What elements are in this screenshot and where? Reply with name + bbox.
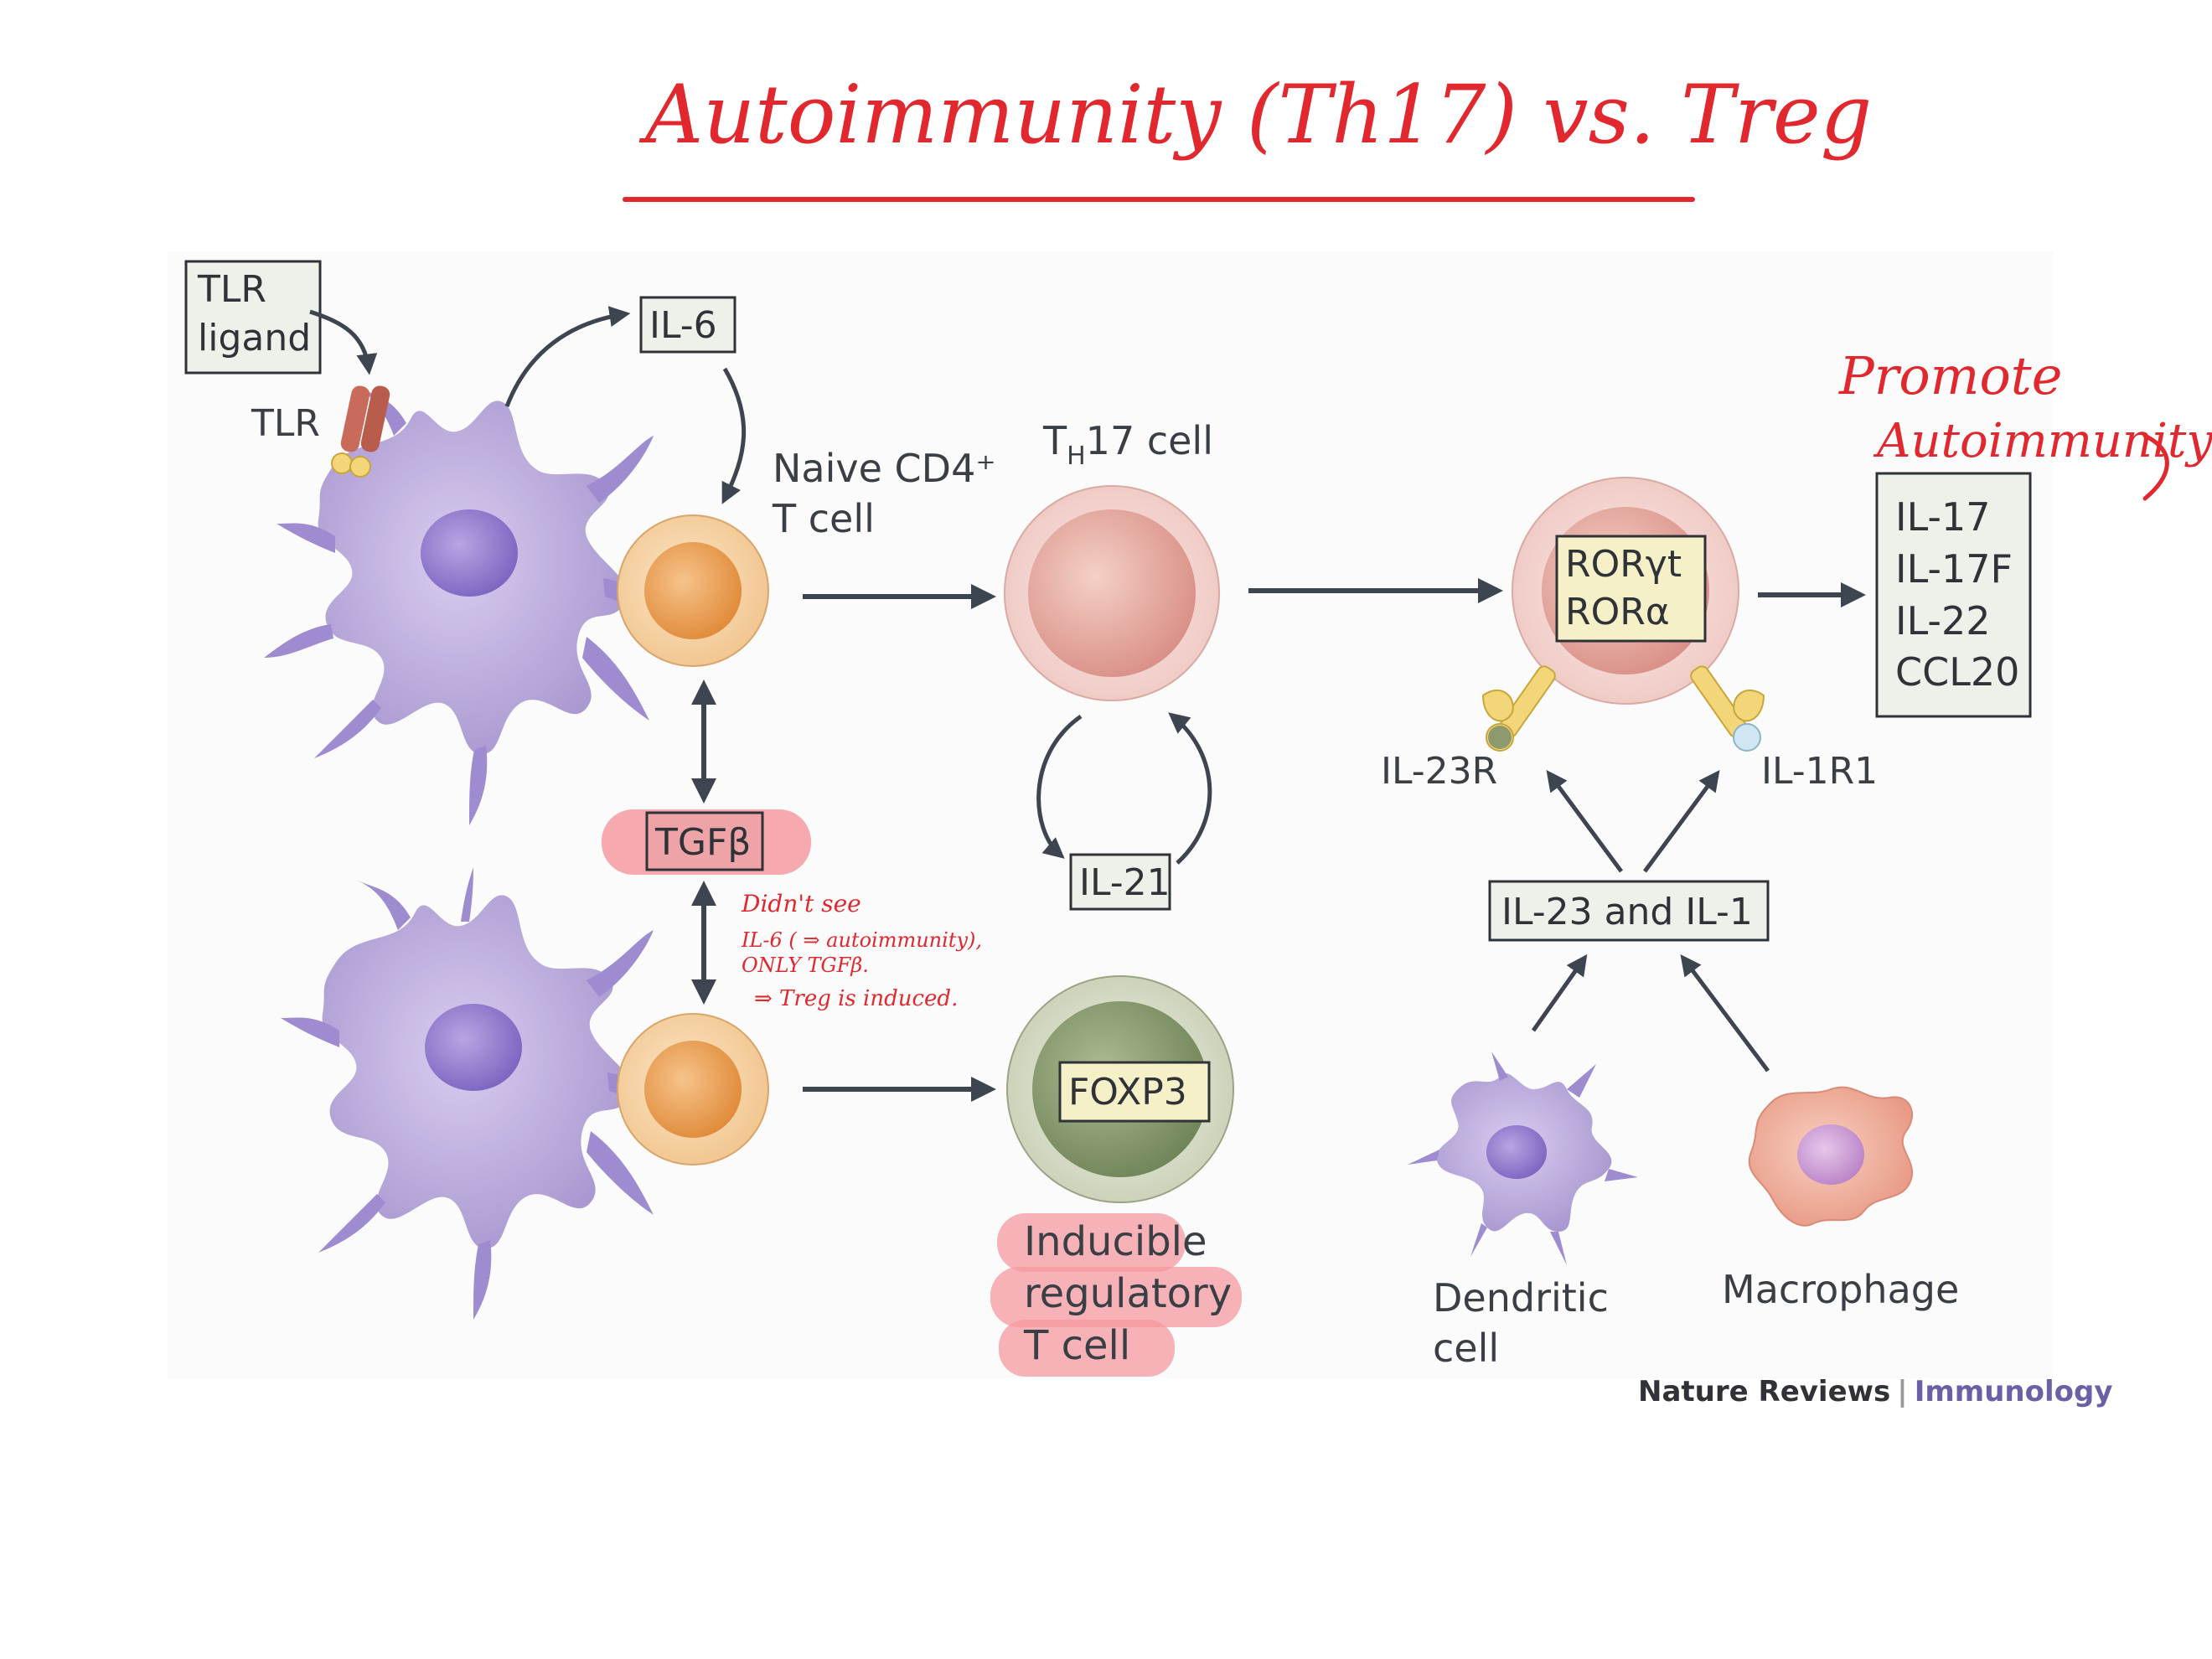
itreg-highlight-2 [990,1267,1242,1327]
th17-label: TH17 cell [1042,418,1213,471]
il23r-receptor [1481,665,1556,752]
arrow-ligand-to-tlr [309,309,378,375]
il21-box [1069,853,1171,911]
macrophage-label: Macrophage [1722,1267,1959,1312]
itreg-highlight-1 [997,1213,1186,1272]
arrow-il21-to-th17 [1168,712,1212,865]
outputs-box [1875,472,2032,718]
naive-t-cell-bottom [617,1013,769,1165]
tgfb-label: TGFβ [654,821,751,864]
note-line3: ONLY TGFβ. [742,954,869,977]
arrow-il6-to-naive [721,367,747,504]
output-ccl20: CCL20 [1895,649,2019,695]
dendritic-cell-small [1408,1052,1638,1265]
dendritic-cell-label-line2: cell [1433,1326,1499,1371]
promote-annotation-line1: Promote [1838,345,2062,406]
journal-credit: Nature Reviews|Immunology [1638,1375,2113,1408]
il6-label: IL-6 [649,304,717,347]
tlr-ligand-box [184,260,322,375]
th17-cell [1004,485,1220,701]
itreg-label-line1: Inducible [1024,1218,1207,1265]
foxp3-label: FOXP3 [1068,1071,1187,1114]
output-il17f: IL-17F [1895,546,2013,592]
arrow-il1-to-il1r1 [1642,769,1720,873]
naive-t-cell-label-line2: T cell [772,496,875,541]
arrow-th17-to-il21 [1036,714,1083,859]
il23-il1-box [1488,880,1770,942]
promote-annotation-stroke [2142,433,2169,501]
il1r1-label: IL-1R1 [1761,750,1878,793]
il21-label: IL-21 [1079,861,1171,904]
macrophage [1748,1086,1914,1227]
note-line2: IL-6 ( ⇒ autoimmunity), [741,928,982,952]
dendritic-nucleus [421,509,518,597]
ror-gamma-t-label: RORγt [1565,543,1682,586]
note-line4: ⇒ Treg is induced. [754,986,958,1011]
dendritic-cell-bottom [281,867,700,1320]
itreg-label-line2: regulatory [1024,1270,1232,1317]
arrow-macrophage-to-il1 [1680,954,1770,1072]
il23r-label: IL-23R [1381,750,1497,793]
dendritic-cell-top [264,385,695,825]
promote-annotation-line2: Autoimmunity [1873,414,2212,468]
output-il22: IL-22 [1895,598,1991,643]
page-title: Autoimmunity (Th17) vs. Treg [638,68,1872,162]
naive-t-cell-top [617,514,769,667]
foxp3-box [1058,1061,1211,1123]
il23-il1-label: IL-23 and IL-1 [1501,891,1753,933]
output-il17: IL-17 [1895,494,1991,540]
tlr-ligand-line1: TLR [197,268,266,311]
arrow-il23-to-il23r [1546,769,1624,873]
note-line1: Didn't see [741,890,861,917]
tlr-receptor [331,385,390,478]
itreg-highlight-3 [999,1320,1175,1377]
ror-box [1555,535,1707,643]
tlr-label: TLR [251,402,320,445]
ror-alpha-label: RORα [1565,591,1670,633]
il1r1-receptor [1690,665,1765,752]
il6-box [639,296,736,354]
naive-t-cell-label-line1: Naive CD4⁺ [773,446,996,491]
arrow-dc-to-il23 [1531,954,1588,1032]
arrow-dc-to-il6 [504,306,631,407]
dendritic-cell-label-line1: Dendritic [1433,1275,1609,1320]
tlr-ligand-line2: ligand [198,317,311,359]
itreg-label-line3: T cell [1023,1322,1130,1369]
tgfb-box [645,811,764,871]
